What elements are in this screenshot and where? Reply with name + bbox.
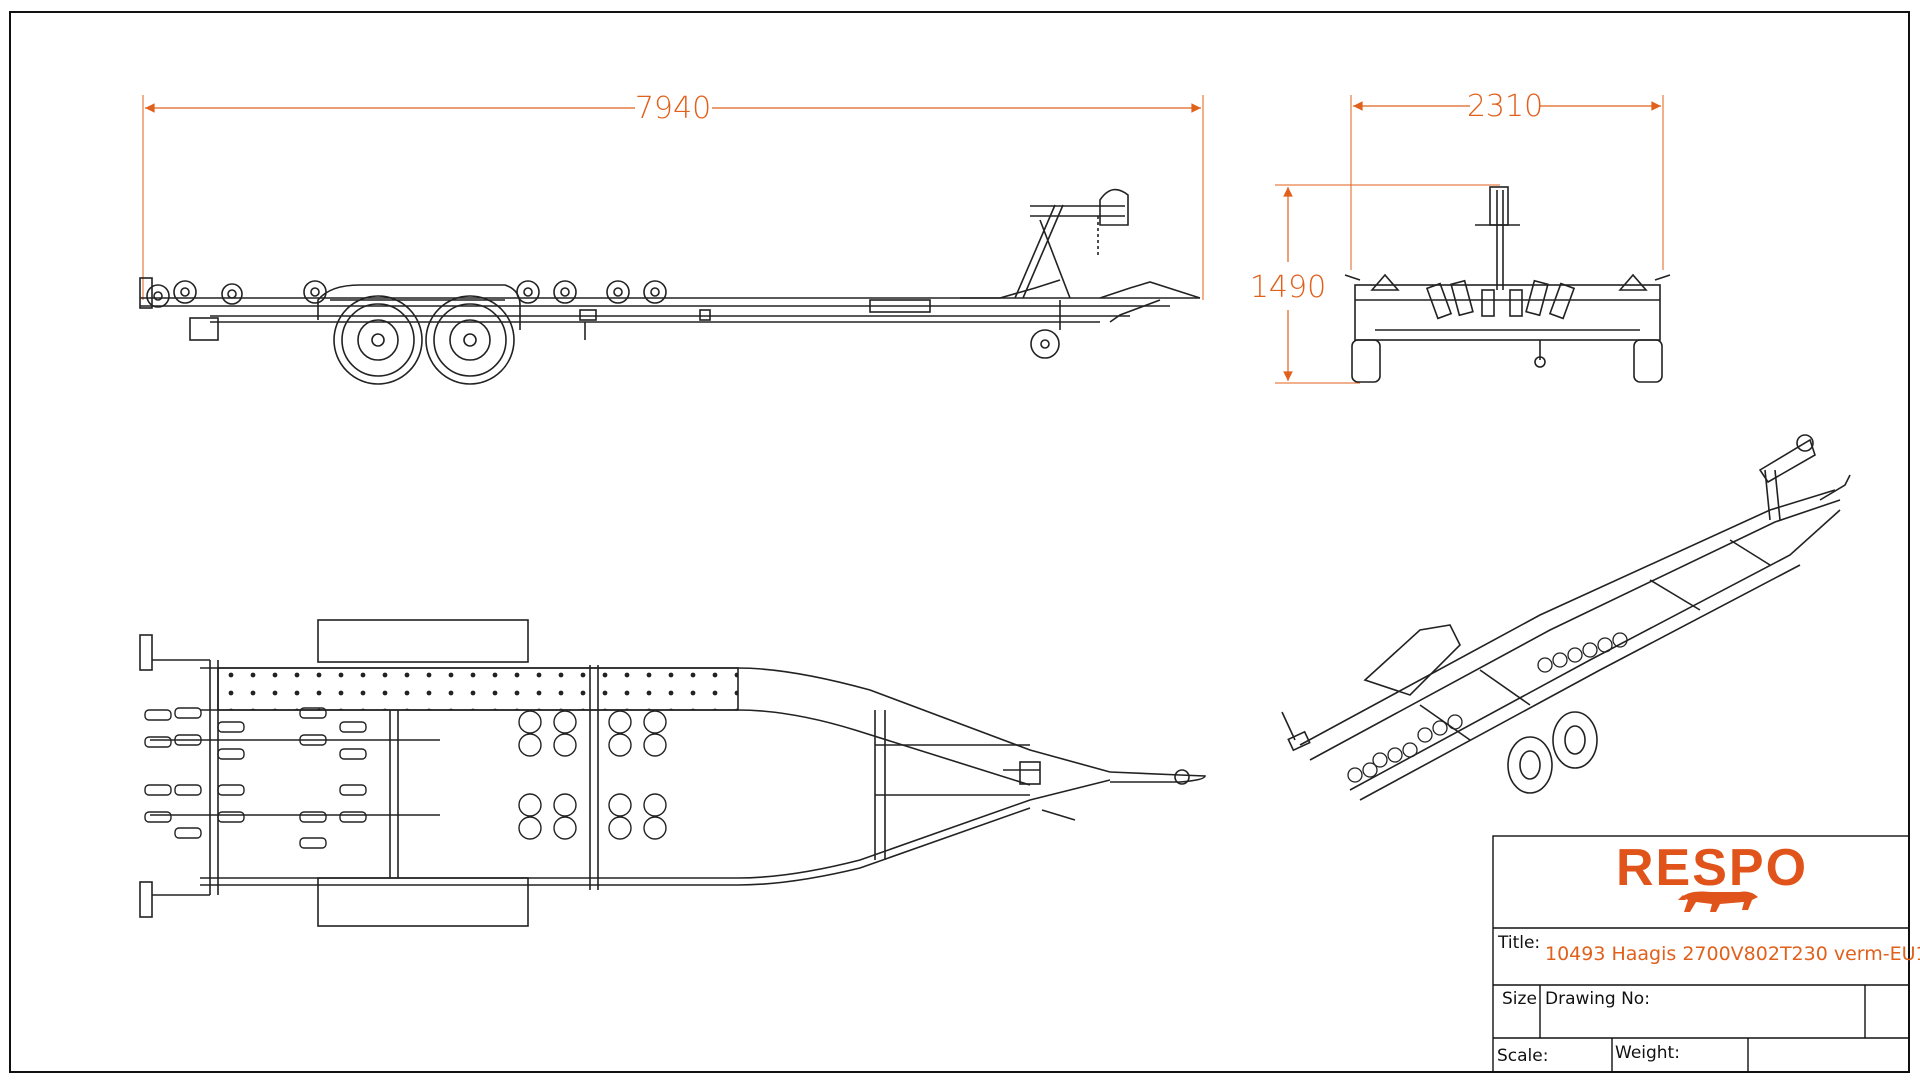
respo-logo: RESPO [1616,839,1808,897]
dimension-length: 7940 [142,91,1204,300]
iso-wheel-rear [1552,711,1598,769]
top-fender-upper [317,619,529,663]
dimension-width: 2310 [1350,89,1664,270]
sheet-border [9,11,1910,1073]
side-jockey-wheel [1030,300,1061,359]
iso-rollers [1347,632,1628,783]
top-view [139,619,1206,927]
side-rollers [146,280,667,308]
side-wheel-rear [425,295,515,385]
rear-rollers [1425,279,1576,320]
side-wheel-front [333,295,423,385]
title-value: 10493 Haagis 2700V802T230 verm-EU1- [1545,943,1920,965]
size-label: Size [1502,989,1537,1009]
dimension-height-label: 1490 [1250,270,1326,305]
respo-bull-icon [1678,891,1758,912]
drawing-no-label: Drawing No: [1545,989,1650,1009]
isometric-view [1281,434,1851,801]
dimension-length-label: 7940 [635,91,711,126]
rear-view: 2310 1490 [1250,89,1671,384]
dimension-width-label: 2310 [1467,89,1543,124]
title-block: RESPO Title: 10493 Haagis 2700V802T230 v… [1492,835,1920,1073]
iso-wheel-front [1507,736,1553,794]
side-winch-post [1014,188,1129,299]
perforated-deck [217,667,739,711]
side-view: 7940 [139,91,1204,385]
top-rollers-rear [144,707,367,849]
scale-label: Scale: [1497,1046,1548,1066]
top-rollers-front [518,710,667,840]
weight-label: Weight: [1615,1043,1680,1063]
dimension-height: 1490 [1250,184,1500,384]
title-label: Title: [1497,933,1540,953]
